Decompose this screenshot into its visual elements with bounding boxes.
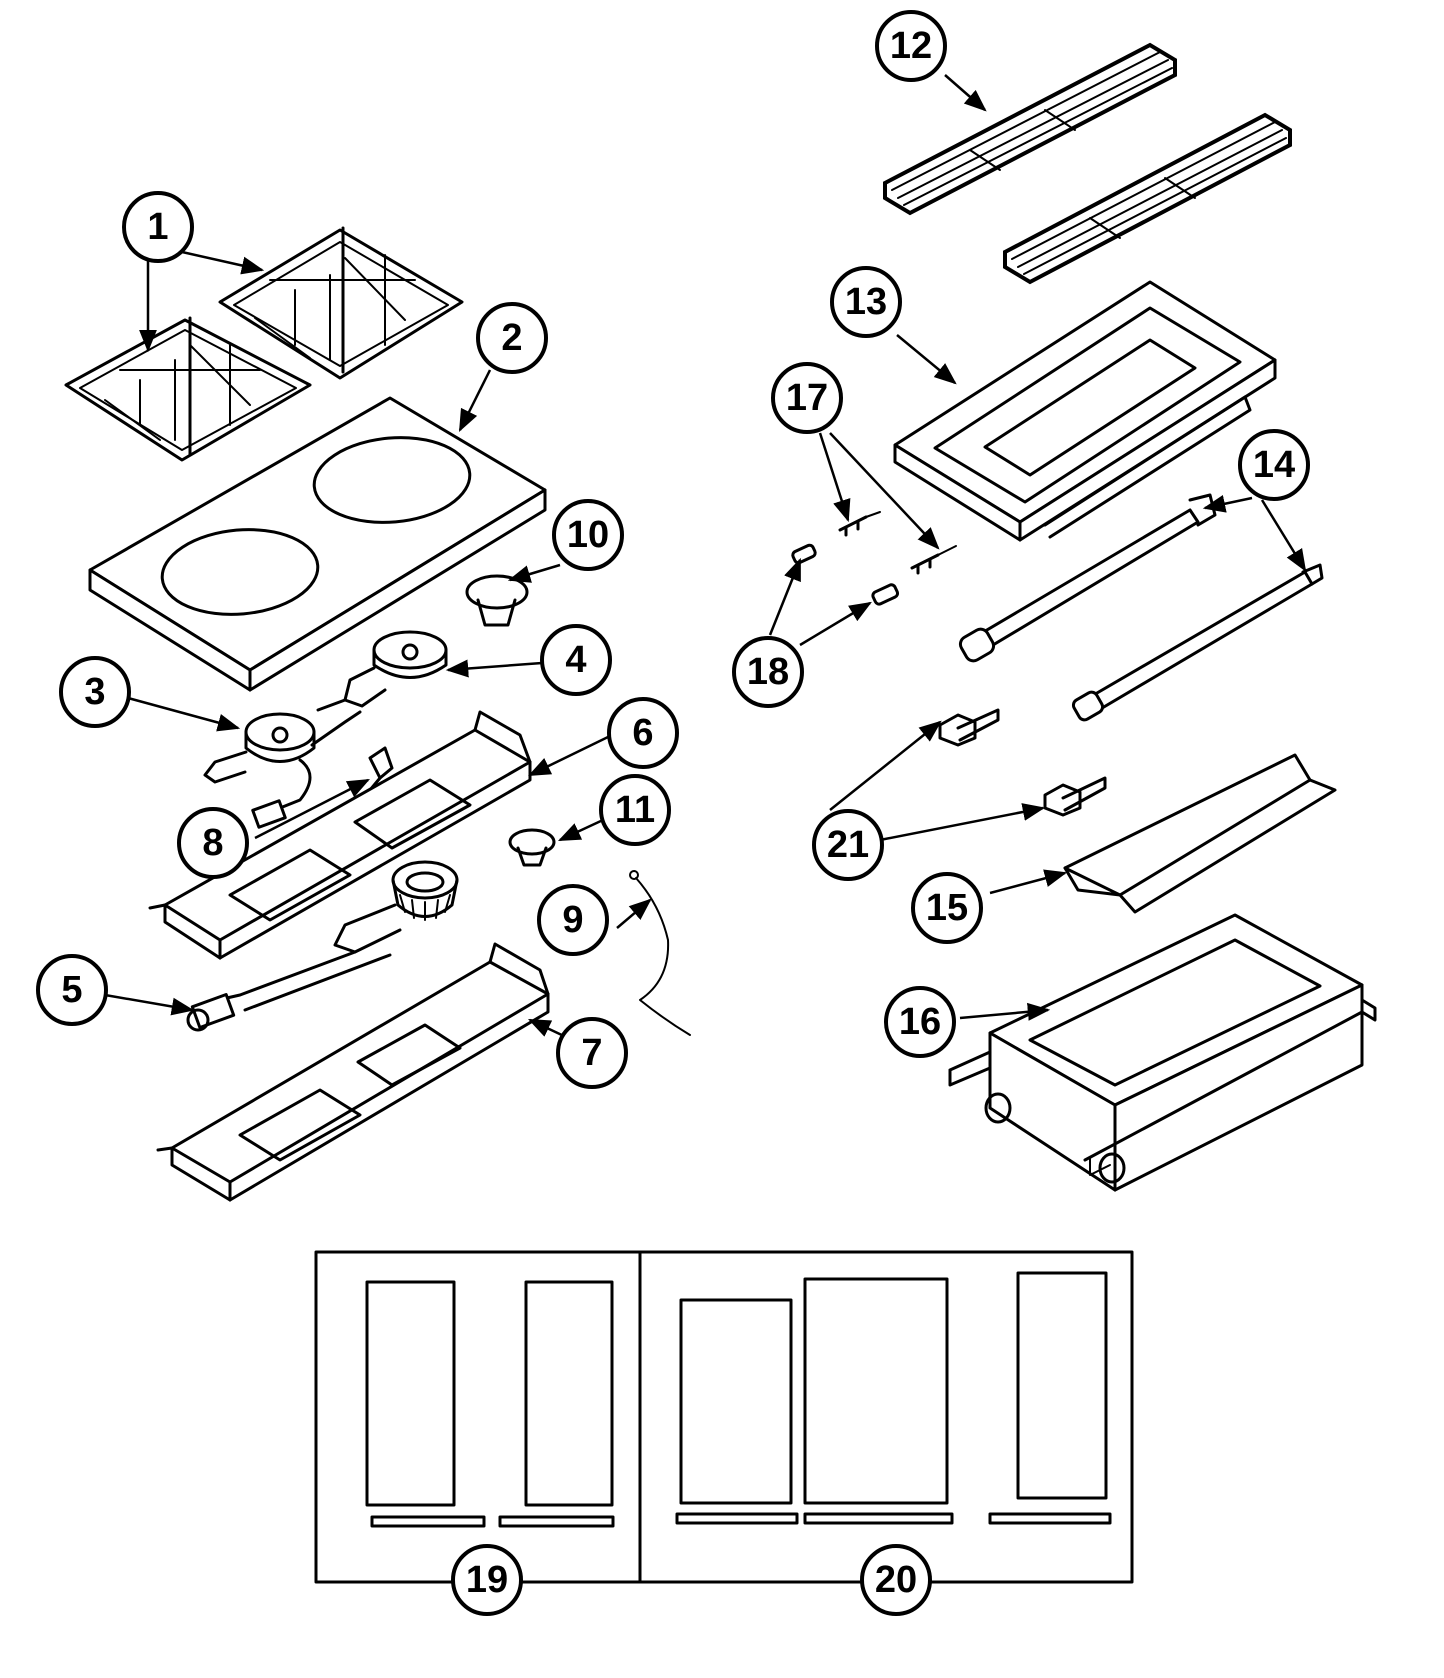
callout-label: 9 (562, 899, 583, 941)
callout-19: 19 (451, 1544, 523, 1616)
burner-grate-part-1b (218, 226, 464, 380)
callout-label: 19 (466, 1559, 508, 1601)
callout-2: 2 (476, 302, 548, 374)
drip-pan-part-13 (893, 280, 1277, 542)
callout-3: 3 (59, 656, 131, 728)
callout-1: 1 (122, 191, 194, 263)
callout-5: 5 (36, 954, 108, 1026)
callout-10: 10 (552, 499, 624, 571)
callout-label: 21 (827, 824, 869, 866)
callout-12: 12 (875, 10, 947, 82)
callout-label: 13 (845, 281, 887, 323)
callout-label: 10 (567, 514, 609, 556)
spud-part-18b (871, 583, 900, 606)
broiler-pan-part-16 (948, 913, 1377, 1192)
panel-frame (314, 1250, 1134, 1584)
callout-label: 20 (875, 1559, 917, 1601)
callout-18: 18 (732, 636, 804, 708)
burner-head-part-5 (186, 860, 459, 1032)
panels-part-20 (675, 1271, 1112, 1525)
callout-7: 7 (556, 1017, 628, 1089)
callout-17: 17 (771, 362, 843, 434)
burner-grate-part-1a (64, 316, 312, 462)
callout-label: 14 (1253, 444, 1295, 486)
heat-shield-part-15 (1063, 753, 1337, 914)
ignition-wire-part-9 (629, 870, 691, 1036)
callout-label: 18 (747, 651, 789, 693)
broiler-grate-part-12b (1003, 112, 1292, 285)
callout-label: 2 (501, 317, 522, 359)
cooktop-plate-part-2 (88, 396, 547, 692)
callout-13: 13 (830, 266, 902, 338)
callout-label: 7 (581, 1032, 602, 1074)
callout-label: 4 (565, 639, 586, 681)
callout-6: 6 (607, 697, 679, 769)
callout-8: 8 (177, 807, 249, 879)
knob-part-10 (465, 574, 529, 627)
bracket-part-21a (938, 708, 1000, 747)
callout-label: 6 (632, 712, 653, 754)
burner-tray-part-7 (156, 942, 550, 1202)
callout-label: 3 (84, 671, 105, 713)
broiler-grate-part-12a (883, 42, 1177, 216)
orifice-part-17b (910, 545, 957, 575)
callout-14: 14 (1238, 429, 1310, 501)
callout-label: 17 (786, 377, 828, 419)
callout-label: 12 (890, 25, 932, 67)
leader-lines (104, 74, 1307, 1047)
callout-label: 5 (61, 969, 82, 1011)
burner-assembly-part-4 (316, 630, 448, 712)
spud-part-18a (791, 543, 817, 565)
callout-label: 8 (202, 822, 223, 864)
callout-16: 16 (884, 986, 956, 1058)
callout-label: 15 (926, 887, 968, 929)
callout-15: 15 (911, 872, 983, 944)
broiler-burner-part-14b (1071, 563, 1324, 722)
callout-20: 20 (860, 1544, 932, 1616)
panels-part-19 (365, 1280, 615, 1528)
burner-assembly-part-3 (203, 710, 362, 829)
callout-4: 4 (540, 624, 612, 696)
callout-21: 21 (812, 809, 884, 881)
callout-label: 11 (615, 789, 655, 831)
knob-part-11 (508, 828, 556, 867)
callout-11: 11 (599, 774, 671, 846)
orifice-part-17a (838, 511, 881, 537)
callout-label: 1 (147, 206, 168, 248)
bracket-part-21b (1043, 776, 1107, 817)
broiler-burner-part-14a (958, 493, 1217, 663)
callout-9: 9 (537, 884, 609, 956)
callout-label: 16 (899, 1001, 941, 1043)
